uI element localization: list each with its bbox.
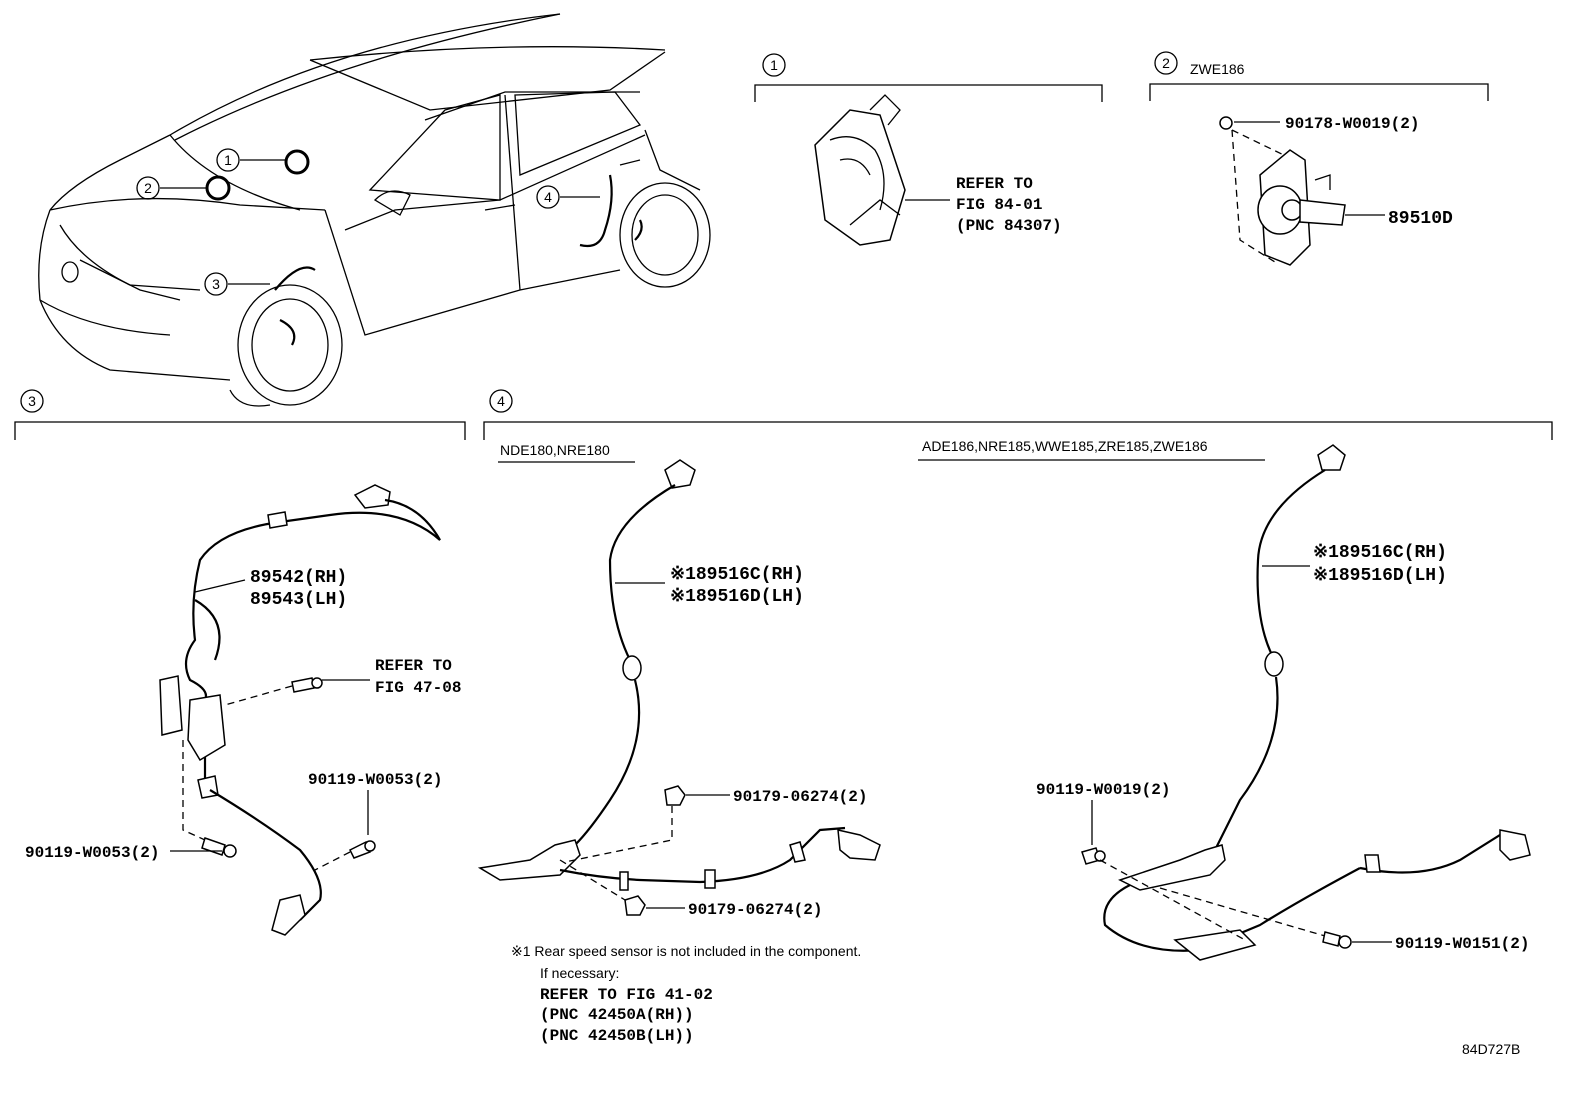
figure-id: 84D727B [1462, 1041, 1520, 1057]
section2-model: ZWE186 [1190, 61, 1245, 77]
section1-refer-line3: (PNC 84307) [956, 217, 1062, 235]
footnote: ※1 Rear speed sensor is not included in … [511, 943, 861, 1045]
svg-text:2: 2 [144, 180, 152, 196]
rear-speed-sensor-part-a [477, 459, 881, 891]
svg-text:1: 1 [224, 152, 232, 168]
section3-refer-line1: REFER TO [375, 657, 452, 675]
section2-part-label: 89510D [1388, 209, 1453, 229]
bolt-icon [291, 677, 323, 693]
callout-2-header: 2 [1154, 51, 1178, 75]
callout-3-header: 3 [20, 389, 44, 413]
section1-refer-line1: REFER TO [956, 175, 1033, 193]
note-line4: (PNC 42450A(RH)) [540, 1006, 694, 1024]
note-line3: REFER TO FIG 41-02 [540, 986, 713, 1004]
callout-3-car: 3 [204, 272, 228, 296]
section3-bolt-b-label: 90119-W0053(2) [308, 771, 442, 789]
callout-2-car: 2 [136, 176, 160, 200]
bolt-icon [201, 837, 237, 858]
section4b-sensor-rh: ※189516C(RH) [1313, 543, 1447, 563]
section-2: 2 ZWE186 90178-W0019(2) 89510D [1149, 51, 1489, 266]
section-4: 4 NDE180,NRE180 ※189516C(RH) ※189516D(LH… [477, 389, 1553, 961]
svg-text:4: 4 [497, 393, 505, 409]
section4b-sensor-lh: ※189516D(LH) [1313, 566, 1447, 586]
section4b-models: ADE186,NRE185,WWE185,ZRE185,ZWE186 [922, 438, 1208, 454]
section4b-bolt-b-label: 90119-W0151(2) [1395, 935, 1529, 953]
bolt-icon [348, 840, 376, 859]
callout-1-header: 1 [762, 53, 786, 77]
rear-speed-sensor-part-b [1103, 444, 1531, 961]
section-3: 3 89542(RH) 89543(LH) REFER TO FIG 47-08… [14, 389, 466, 936]
nut-icon [664, 785, 686, 806]
section3-sensor-rh: 89542(RH) [250, 568, 347, 588]
bolt-icon [1219, 116, 1233, 130]
callout-4-car: 4 [536, 185, 560, 209]
bolt-icon [1081, 847, 1106, 865]
section3-sensor-lh: 89543(LH) [250, 590, 347, 610]
callout-1-car: 1 [216, 148, 240, 172]
note-line5: (PNC 42450B(LH)) [540, 1027, 694, 1045]
svg-text:1: 1 [770, 57, 778, 73]
section4a-models: NDE180,NRE180 [500, 442, 610, 458]
svg-text:2: 2 [1162, 55, 1170, 71]
section2-bolt-label: 90178-W0019(2) [1285, 115, 1419, 133]
section4b-bolt-a-label: 90119-W0019(2) [1036, 781, 1170, 799]
section4a-nut-a-label: 90179-06274(2) [733, 788, 867, 806]
svg-text:3: 3 [212, 276, 220, 292]
svg-text:3: 3 [28, 393, 36, 409]
section4a-nut-b-label: 90179-06274(2) [688, 901, 822, 919]
section3-refer-line2: FIG 47-08 [375, 679, 461, 697]
front-speed-sensor-part [159, 484, 441, 936]
section3-bolt-a-label: 90119-W0053(2) [25, 844, 159, 862]
height-sensor-part [1257, 149, 1346, 266]
section4a-sensor-lh: ※189516D(LH) [670, 587, 804, 607]
car-illustration: 1 2 3 4 [38, 13, 711, 407]
note-line1: ※1 Rear speed sensor is not included in … [511, 943, 861, 959]
bolt-icon [1322, 931, 1352, 949]
section1-refer-line2: FIG 84-01 [956, 196, 1042, 214]
callout-4-header: 4 [489, 389, 513, 413]
note-line2: If necessary: [540, 965, 619, 981]
nut-icon [624, 895, 646, 916]
section-1: 1 REFER TO FIG 84-01 (PNC 84307) [754, 53, 1103, 246]
svg-text:4: 4 [544, 189, 552, 205]
section4a-sensor-rh: ※189516C(RH) [670, 565, 804, 585]
spiral-cable-part [814, 94, 906, 246]
